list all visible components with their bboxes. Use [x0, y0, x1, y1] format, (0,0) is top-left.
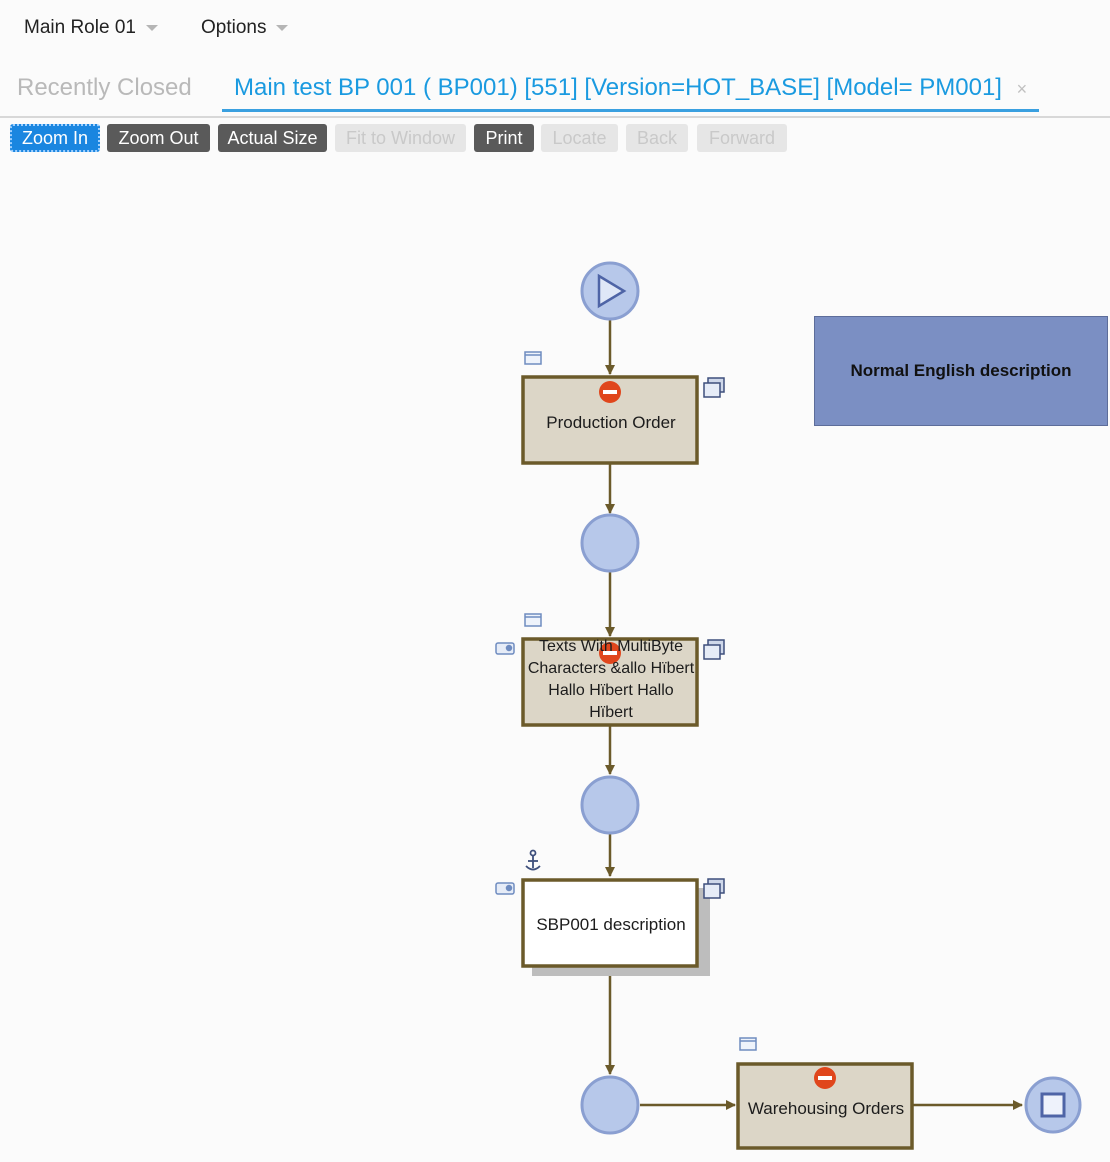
dropdown-caret-icon	[276, 25, 289, 31]
end-event[interactable]	[1024, 1076, 1082, 1134]
note-text: Normal English description	[850, 361, 1072, 380]
task-sbp001[interactable]	[521, 878, 710, 976]
tab-main-label: Main test BP 001 ( BP001) [551] [Version…	[234, 74, 1002, 101]
document-icon[interactable]	[703, 878, 725, 899]
tab-main-process[interactable]: Main test BP 001 ( BP001) [551] [Version…	[222, 66, 1040, 112]
dropdown-caret-icon	[145, 25, 158, 31]
menu-bar: Main Role 01 Options	[0, 0, 1110, 56]
tab-strip: Recently Closed Main test BP 001 ( BP001…	[0, 66, 1110, 118]
forward-button[interactable]: Forward	[697, 124, 787, 152]
no-entry-icon	[599, 381, 621, 403]
intermediate-event[interactable]	[580, 1075, 640, 1135]
window-icon[interactable]	[739, 1037, 757, 1051]
description-note[interactable]: Normal English description	[814, 316, 1108, 426]
role-menu[interactable]: Main Role 01	[24, 17, 158, 39]
document-icon[interactable]	[703, 639, 725, 660]
intermediate-event[interactable]	[580, 513, 640, 573]
start-play-icon	[597, 273, 627, 309]
close-icon[interactable]: ×	[1016, 79, 1028, 99]
tab-recently-closed[interactable]: Recently Closed	[17, 74, 192, 101]
fit-to-window-button[interactable]: Fit to Window	[335, 124, 466, 152]
comment-icon[interactable]	[495, 642, 515, 655]
no-entry-icon	[599, 642, 621, 664]
role-menu-label: Main Role 01	[24, 17, 136, 38]
comment-icon[interactable]	[495, 882, 515, 895]
zoom-out-button[interactable]: Zoom Out	[107, 124, 210, 152]
anchor-icon[interactable]	[525, 849, 541, 871]
print-button[interactable]: Print	[474, 124, 534, 152]
no-entry-icon	[814, 1067, 836, 1089]
document-icon[interactable]	[703, 377, 725, 398]
intermediate-event[interactable]	[580, 775, 640, 835]
task-label: SBP001 description	[536, 915, 686, 934]
window-icon[interactable]	[524, 351, 542, 365]
task-label: Production Order	[546, 413, 676, 432]
task-label: Warehousing Orders	[747, 1099, 905, 1118]
options-menu[interactable]: Options	[201, 17, 289, 39]
zoom-in-button[interactable]: Zoom In	[10, 124, 100, 152]
options-menu-label: Options	[201, 17, 267, 38]
back-button[interactable]: Back	[626, 124, 688, 152]
actual-size-button[interactable]: Actual Size	[218, 124, 327, 152]
end-stop-icon	[1040, 1092, 1066, 1118]
task-label: Texts With MultiByte Characters &allo Hï…	[527, 638, 695, 721]
locate-button[interactable]: Locate	[541, 124, 618, 152]
window-icon[interactable]	[524, 613, 542, 627]
start-event[interactable]	[580, 261, 640, 321]
